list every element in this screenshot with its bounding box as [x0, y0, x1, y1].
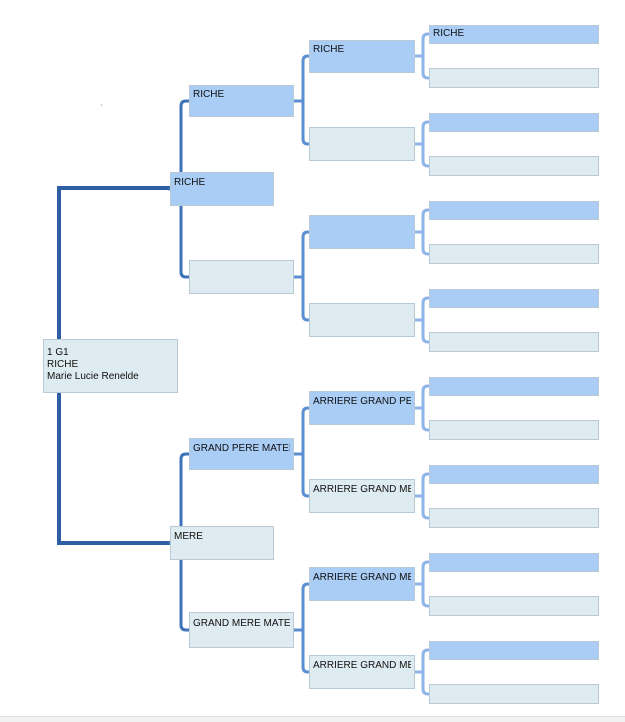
person-box-gg8[interactable]: ARRIERE GRAND MERE [309, 655, 415, 689]
connector-root [57, 186, 172, 545]
person-box-root[interactable]: 1 G1 RICHE Marie Lucie Renelde [43, 339, 178, 393]
connector-mat-grandmother [292, 582, 311, 674]
person-box-father[interactable]: RICHE [170, 172, 274, 206]
connector-pat-grandfather [292, 54, 311, 146]
person-box-gg2[interactable] [309, 127, 415, 161]
connector-gg4 [413, 296, 431, 344]
person-box-gg3[interactable] [309, 215, 415, 249]
connector-gg3 [413, 208, 431, 256]
person-box-pat-grandmother[interactable] [189, 260, 294, 294]
person-box-ggg4[interactable] [429, 156, 599, 176]
person-label: RICHE [174, 177, 206, 188]
person-box-ggg12[interactable] [429, 508, 599, 528]
person-box-pat-grandfather[interactable]: RICHE [189, 85, 294, 117]
person-box-gg6[interactable]: ARRIERE GRAND MERE [309, 479, 415, 513]
person-box-gg1[interactable]: RICHE [309, 40, 415, 73]
connector-gg8 [413, 648, 431, 696]
person-label: GRAND PERE MATERNEL [193, 443, 290, 454]
person-label: GRAND MERE MATERNELLE [193, 618, 290, 629]
person-box-ggg6[interactable] [429, 244, 599, 264]
person-box-ggg10[interactable] [429, 420, 599, 440]
person-label: ARRIERE GRAND MERE [313, 484, 411, 495]
connector-gg7 [413, 560, 431, 608]
person-box-ggg14[interactable] [429, 596, 599, 616]
connector-gg6 [413, 472, 431, 520]
person-label: RICHE [433, 28, 465, 39]
person-box-mat-grandmother[interactable]: GRAND MERE MATERNELLE [189, 612, 294, 648]
person-label: RICHE [313, 44, 345, 55]
person-box-ggg16[interactable] [429, 684, 599, 704]
person-box-ggg13[interactable] [429, 553, 599, 572]
person-label: MERE [174, 531, 203, 542]
person-box-ggg8[interactable] [429, 332, 599, 352]
person-box-ggg3[interactable] [429, 113, 599, 132]
person-box-gg7[interactable]: ARRIERE GRAND MERE [309, 567, 415, 601]
stray-mark [101, 104, 102, 106]
person-box-gg5[interactable]: ARRIERE GRAND PERE [309, 391, 415, 425]
person-label: ARRIERE GRAND MERE [313, 660, 411, 671]
person-box-ggg5[interactable] [429, 201, 599, 220]
root-line-2: RICHE [47, 359, 79, 370]
person-box-ggg11[interactable] [429, 465, 599, 484]
person-box-ggg9[interactable] [429, 377, 599, 396]
person-label: RICHE [193, 89, 225, 100]
person-box-ggg1[interactable]: RICHE [429, 25, 599, 44]
person-label: ARRIERE GRAND PERE [313, 396, 411, 407]
person-box-ggg15[interactable] [429, 641, 599, 660]
connector-gg1 [413, 32, 431, 80]
connector-gg2 [413, 120, 431, 168]
person-box-mother[interactable]: MERE [170, 526, 274, 560]
connector-mat-grandfather [292, 406, 311, 498]
person-box-gg4[interactable] [309, 303, 415, 337]
person-box-ggg7[interactable] [429, 289, 599, 308]
root-line-1: 1 G1 [47, 347, 69, 358]
connector-gg5 [413, 384, 431, 432]
connector-pat-grandmother [292, 230, 311, 322]
root-line-3: Marie Lucie Renelde [47, 371, 139, 382]
bottom-scroll-strip [0, 716, 625, 722]
person-label: ARRIERE GRAND MERE [313, 572, 411, 583]
person-box-mat-grandfather[interactable]: GRAND PERE MATERNEL [189, 438, 294, 470]
person-box-ggg2[interactable] [429, 68, 599, 88]
